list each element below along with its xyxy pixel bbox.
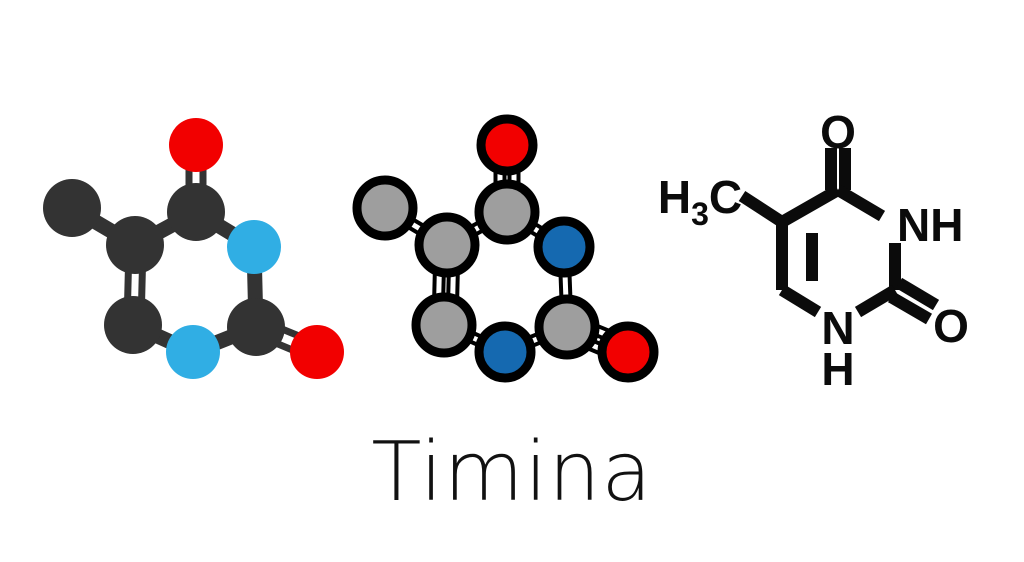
atom-carbon-c5	[414, 212, 480, 278]
label-methyl: H3C	[658, 171, 742, 232]
atoms-gray	[352, 114, 659, 383]
label-hydrogen-bottom: H	[821, 343, 854, 395]
skeletal-bonds	[738, 148, 940, 325]
bond-c5-c4	[779, 184, 841, 228]
atom-carbon-methyl	[43, 179, 101, 237]
atom-carbon-c2	[534, 294, 600, 360]
bond-c2-o-b	[887, 291, 933, 325]
atom-carbon-methyl	[352, 175, 418, 241]
atom-oxygen-o2	[290, 325, 344, 379]
bond-n1-c6	[778, 284, 822, 318]
atom-carbon-c4	[167, 183, 225, 241]
label-nh-right: NH	[897, 199, 963, 251]
atom-carbon-c4	[474, 179, 540, 245]
atoms-color	[43, 118, 344, 379]
page-title: Timina	[371, 425, 653, 520]
atom-oxygen-o2	[597, 321, 659, 383]
atom-nitrogen-n3	[533, 216, 595, 278]
label-methyl-c: C	[709, 171, 742, 223]
label-oxygen-right: O	[933, 300, 969, 352]
label-oxygen-top: O	[820, 106, 856, 158]
atom-nitrogen-n1	[474, 321, 536, 383]
label-methyl-h: H	[658, 171, 691, 223]
atom-oxygen-o4	[476, 114, 538, 176]
atom-oxygen-o4	[169, 118, 223, 172]
label-methyl-sub: 3	[691, 196, 709, 232]
atom-carbon-c6	[104, 296, 162, 354]
bond-c4-n3	[834, 184, 886, 222]
bond-c2-o-a	[895, 277, 940, 311]
atom-carbon-c6	[411, 292, 477, 358]
atom-carbon-c5	[106, 216, 164, 274]
bond-c2-n1	[854, 284, 899, 318]
atom-nitrogen-n1	[166, 325, 220, 379]
label-nitrogen-bottom: N	[821, 302, 854, 354]
bond-methyl	[738, 190, 786, 228]
atom-carbon-c2	[227, 298, 285, 356]
atom-nitrogen-n3	[227, 220, 281, 274]
